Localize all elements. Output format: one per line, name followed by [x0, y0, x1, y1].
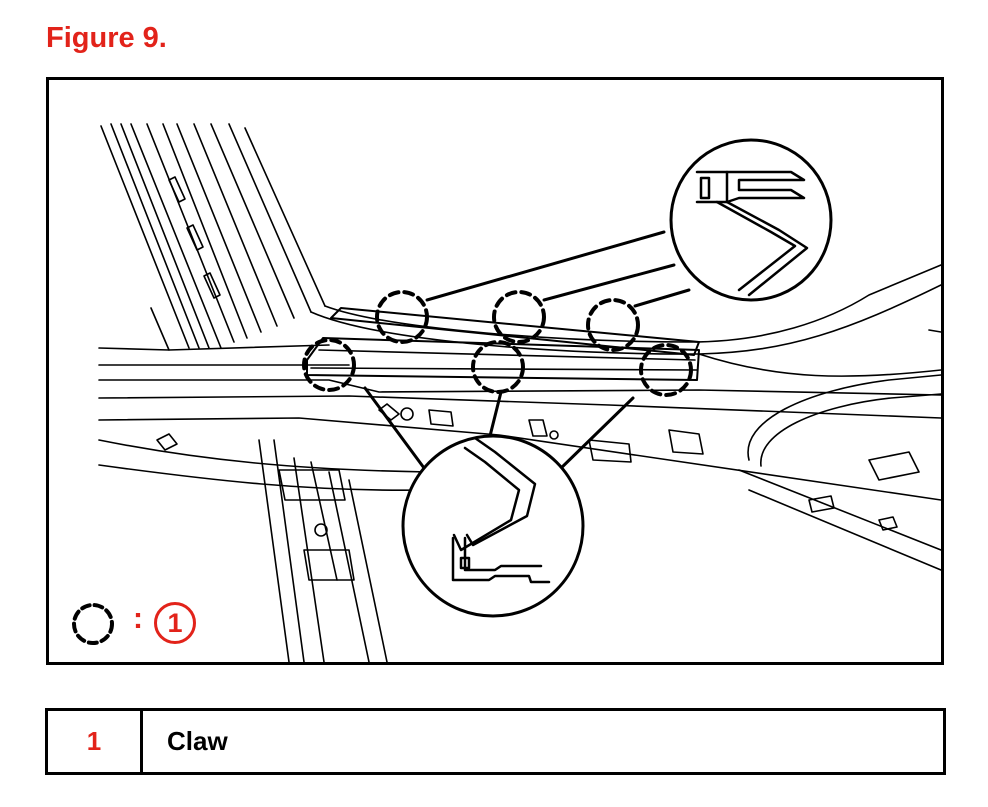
legend-claw-marker — [72, 603, 114, 645]
figure-title: Figure 9. — [46, 22, 167, 54]
legend-number-badge: 1 — [154, 602, 196, 644]
illustration-frame: : 1 — [46, 77, 944, 665]
lower-structure — [156, 403, 559, 662]
lower-zoom-callout — [363, 386, 635, 618]
upper-zoom-callout — [425, 138, 833, 308]
roof-lines — [98, 264, 941, 501]
car-interior-diagram — [72, 123, 941, 662]
legend-separator: : — [133, 602, 143, 635]
callout-number: 1 — [48, 711, 143, 772]
claw-markers — [302, 290, 693, 397]
callout-label: Claw — [167, 726, 228, 756]
callout-table: 1 Claw — [45, 708, 946, 775]
pillar-lines — [100, 123, 330, 351]
right-side-trim — [588, 329, 941, 571]
